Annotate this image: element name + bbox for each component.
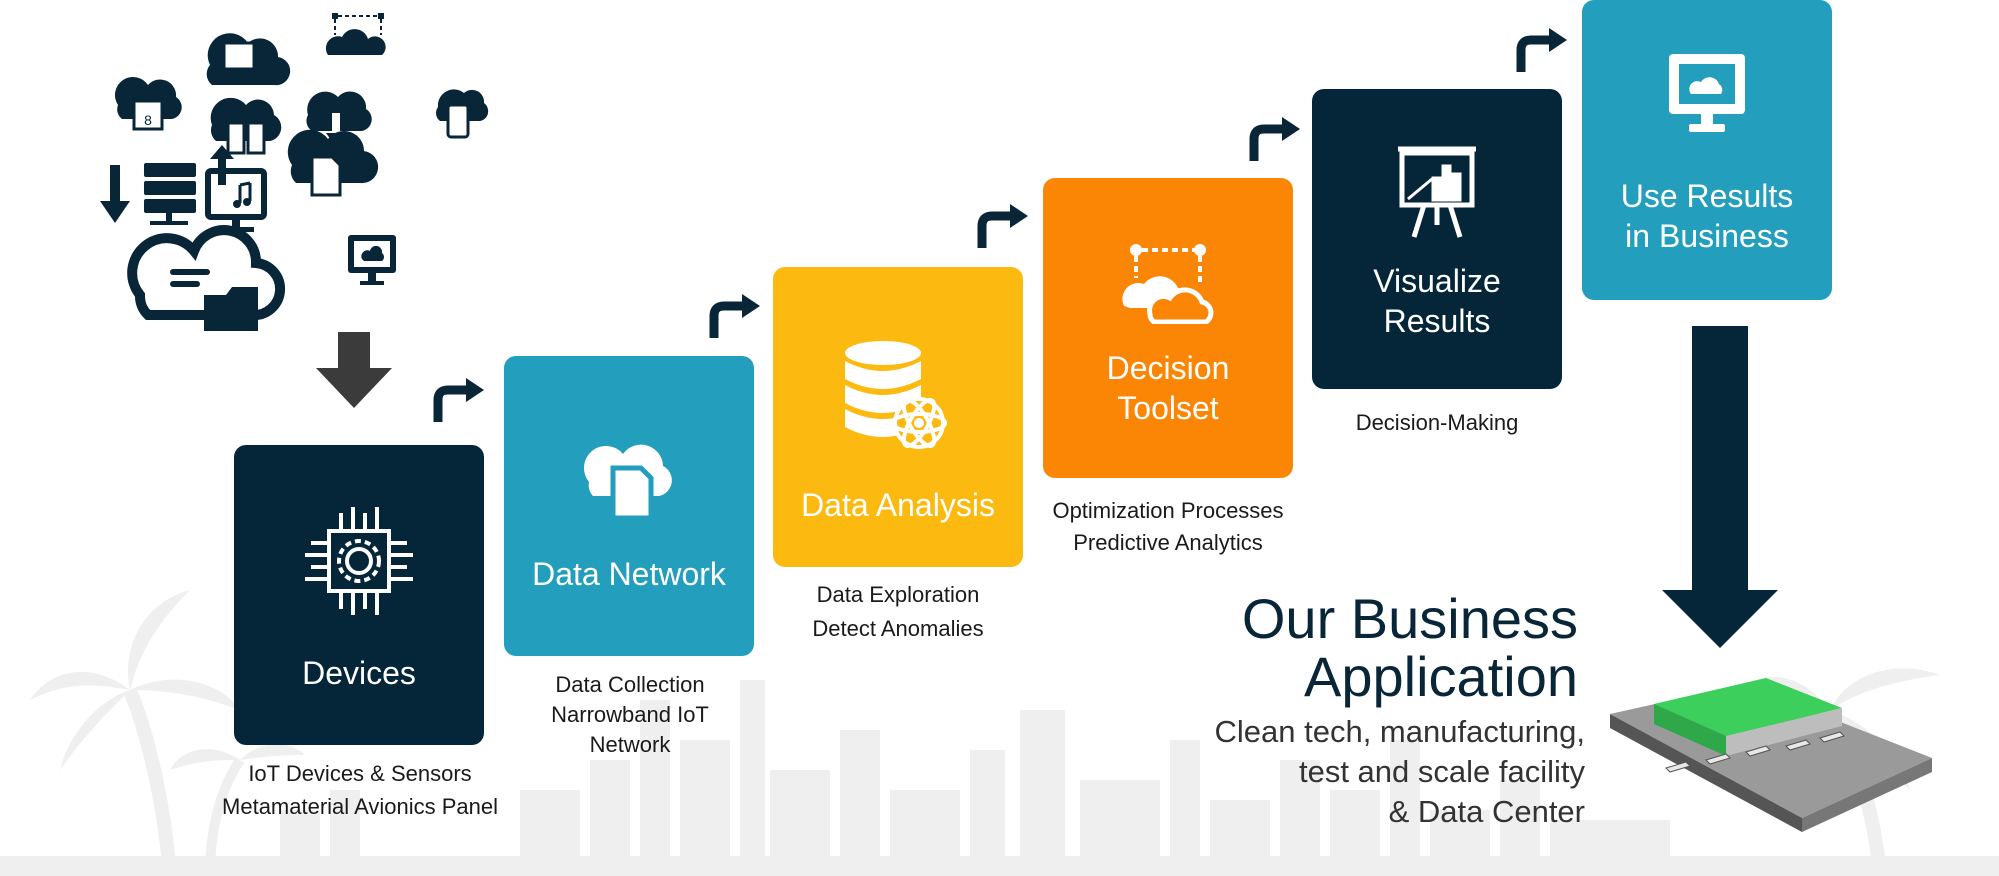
caption-line: Optimization Processes	[1052, 498, 1284, 523]
step-visualize-results: Visualize Results	[1312, 89, 1562, 389]
server-download-icon	[100, 163, 196, 225]
monitor-music-upload-icon	[205, 145, 267, 232]
circuit-chip-icon	[234, 503, 484, 619]
step-use-results: Use Results in Business	[1582, 0, 1832, 300]
caption-line: Detect Anomalies	[812, 616, 984, 641]
city-skyline-image	[0, 590, 1999, 876]
down-arrow-icon	[316, 332, 392, 408]
step-decision-toolset: Decision Toolset	[1043, 178, 1293, 478]
step-label: Data Analysis	[801, 487, 995, 523]
step-caption: Data Collection Narrowband IoT Network	[480, 670, 780, 760]
airport-facility-image	[1610, 678, 1932, 832]
cloud-folder-icon	[127, 225, 285, 331]
caption-line: Predictive Analytics	[1073, 530, 1263, 555]
caption-line: Data Collection	[555, 672, 705, 697]
caption-line: IoT Devices & Sensors	[248, 761, 472, 786]
caption-line: Data Exploration	[816, 582, 980, 607]
business-subtitle: Clean tech, manufacturing, test and scal…	[1215, 712, 1586, 832]
title-line: Application	[1304, 645, 1578, 708]
label-line: Results	[1383, 303, 1491, 339]
step-label: Devices	[302, 655, 416, 691]
subtitle-line: test and scale facility	[1298, 754, 1585, 789]
monitor-cloud-icon	[348, 235, 396, 285]
turn-arrow-icon	[709, 294, 760, 338]
cloud-document-icon	[287, 129, 379, 197]
cloud-book-icon	[210, 97, 282, 155]
step-devices: Devices	[234, 445, 484, 745]
subtitle-line: Clean tech, manufacturing,	[1214, 714, 1586, 749]
down-arrow-icon	[1662, 326, 1778, 648]
step-caption: Optimization Processes Predictive Analyt…	[1018, 495, 1318, 559]
turn-arrow-icon	[1516, 28, 1567, 72]
step-data-analysis: Data Analysis	[773, 267, 1023, 567]
label-line: Toolset	[1117, 390, 1219, 426]
presentation-chart-icon	[1312, 145, 1562, 239]
label-line: Use Results	[1620, 178, 1794, 214]
step-label: Data Network	[532, 556, 726, 592]
cloud-icon-cluster: 8	[100, 13, 489, 331]
cloud-network-icon	[325, 13, 386, 55]
caption-line: Decision-Making	[1355, 410, 1519, 435]
turn-arrow-icon	[1249, 117, 1300, 161]
label-line: Visualize	[1373, 263, 1501, 299]
business-title: Our Business Application	[1242, 590, 1578, 706]
step-label: Decision Toolset	[1043, 348, 1293, 428]
cloud-calendar-icon: 8	[114, 76, 182, 131]
caption-line: Metamaterial Avionics Panel	[222, 794, 498, 819]
cloud-network-icon	[1043, 244, 1293, 324]
step-label: Use Results in Business	[1582, 176, 1832, 256]
turn-arrow-icon	[977, 204, 1028, 248]
label-line: in Business	[1625, 218, 1789, 254]
label-line: Decision	[1106, 350, 1230, 386]
step-caption: Data Exploration Detect Anomalies	[748, 578, 1048, 646]
cloud-sync-icon	[206, 33, 291, 86]
step-caption: IoT Devices & Sensors Metamaterial Avion…	[200, 757, 520, 823]
step-caption: Decision-Making	[1287, 406, 1587, 439]
caption-line: Narrowband IoT	[551, 702, 709, 727]
cloud-mobile-icon	[436, 89, 489, 139]
step-data-network: Data Network	[504, 356, 754, 656]
svg-text:8: 8	[144, 112, 152, 128]
step-label: Visualize Results	[1312, 261, 1562, 341]
subtitle-line: & Data Center	[1388, 794, 1585, 829]
title-line: Our Business	[1241, 587, 1578, 650]
caption-line: Network	[589, 732, 671, 757]
cloud-document-icon	[504, 434, 754, 520]
monitor-cloud-icon	[1582, 52, 1832, 136]
database-atom-icon	[773, 339, 1023, 451]
turn-arrow-icon	[433, 378, 484, 422]
